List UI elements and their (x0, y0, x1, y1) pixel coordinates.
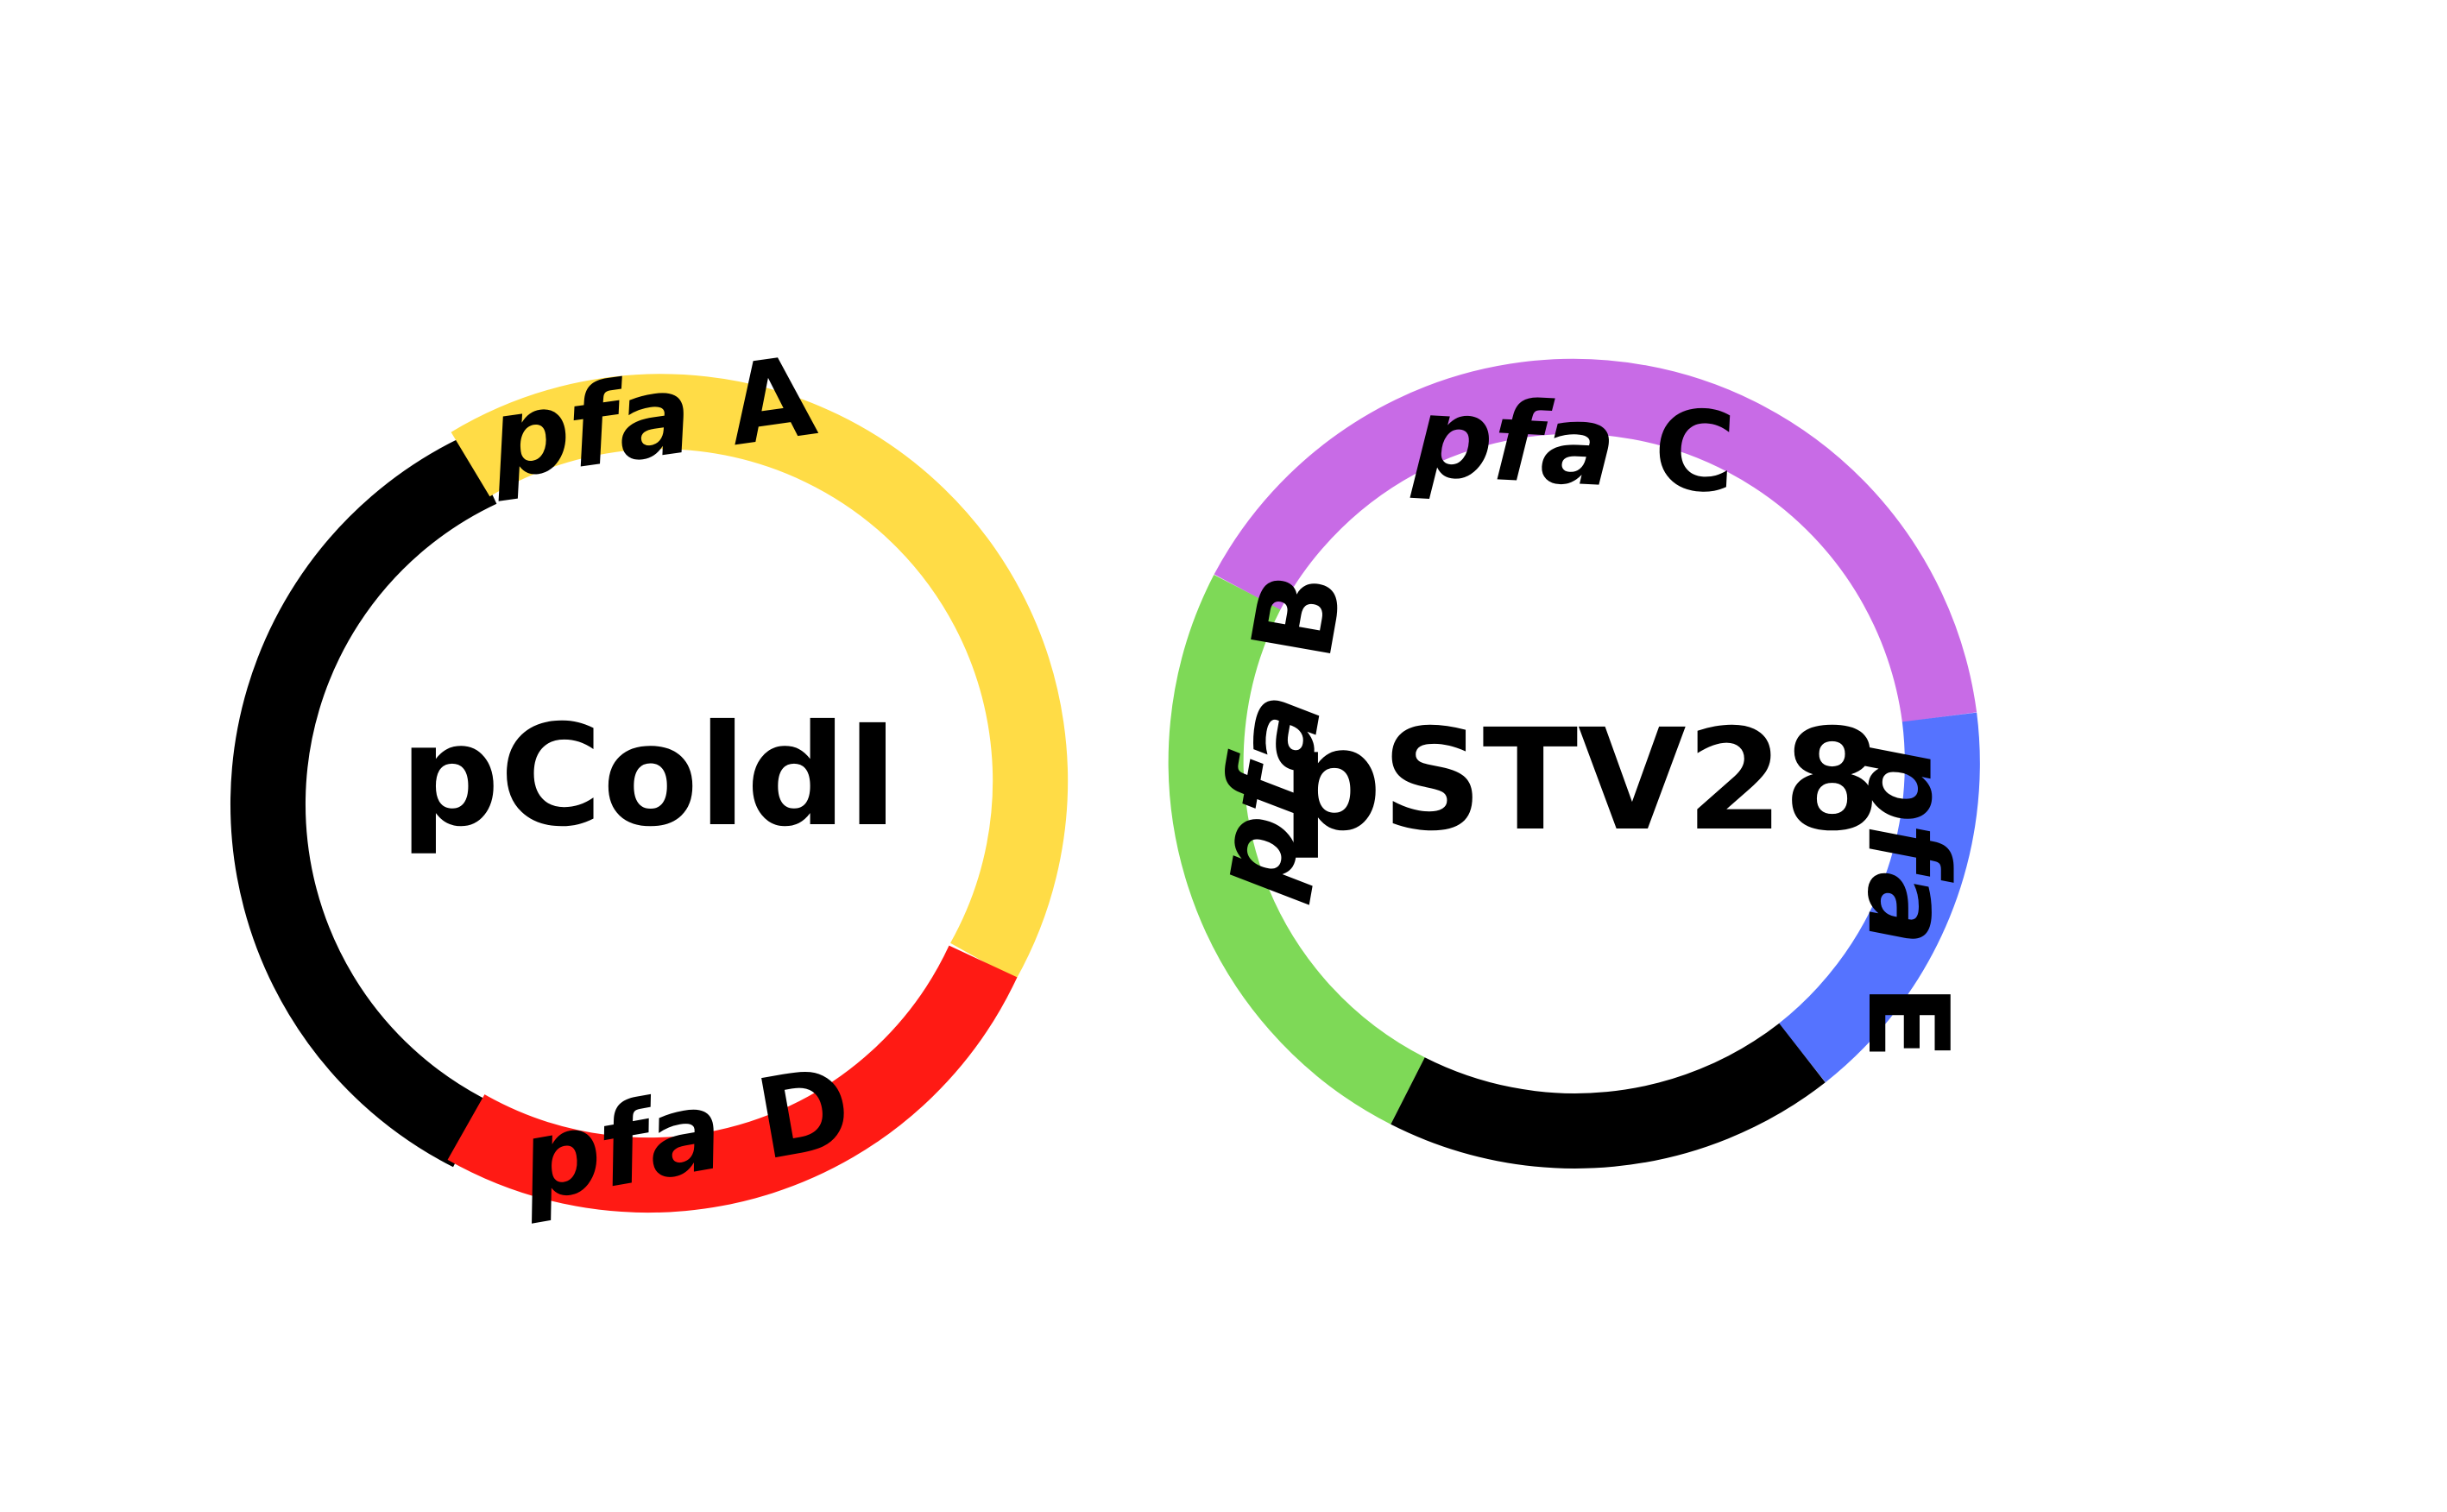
gene-space (1843, 946, 1971, 985)
gene-prefix: pfa (1410, 373, 1619, 512)
gene-label-pfa-e: pfa E (1843, 742, 1971, 1060)
gene-letter: A (720, 332, 823, 471)
gene-label-pfa-c: pfa C (1410, 373, 1738, 518)
pfa-b-segment (1168, 575, 1425, 1125)
pfa-c-segment (1214, 358, 1977, 722)
plasmid-name-pstv28: pSTV28 (1282, 700, 1881, 862)
pfa-d-segment (447, 945, 1018, 1213)
gene-letter: C (1650, 386, 1738, 519)
plasmid-name-pcoldi: pColdI (400, 696, 899, 858)
gene-prefix: pfa (1843, 742, 1971, 946)
gene-prefix: pfa (481, 350, 700, 505)
pfa-a-segment (451, 374, 1069, 980)
gene-space (1612, 384, 1657, 514)
gene-label-pfa-d: pfa D (509, 1043, 861, 1227)
pstv28-backbone-segment (1391, 1023, 1826, 1169)
gene-letter: E (1843, 984, 1971, 1059)
gene-label-pfa-a: pfa A (481, 332, 823, 505)
plasmid-pstv28: pSTV28 pfa C pfa B pfa E (1168, 358, 1980, 1169)
pfa-e-segment (1778, 712, 1980, 1083)
plasmid-pcoldi: pColdI pfa A pfa D (230, 332, 1069, 1227)
pcoldi-backbone-segment (230, 435, 497, 1168)
gene-letter: D (747, 1043, 861, 1185)
